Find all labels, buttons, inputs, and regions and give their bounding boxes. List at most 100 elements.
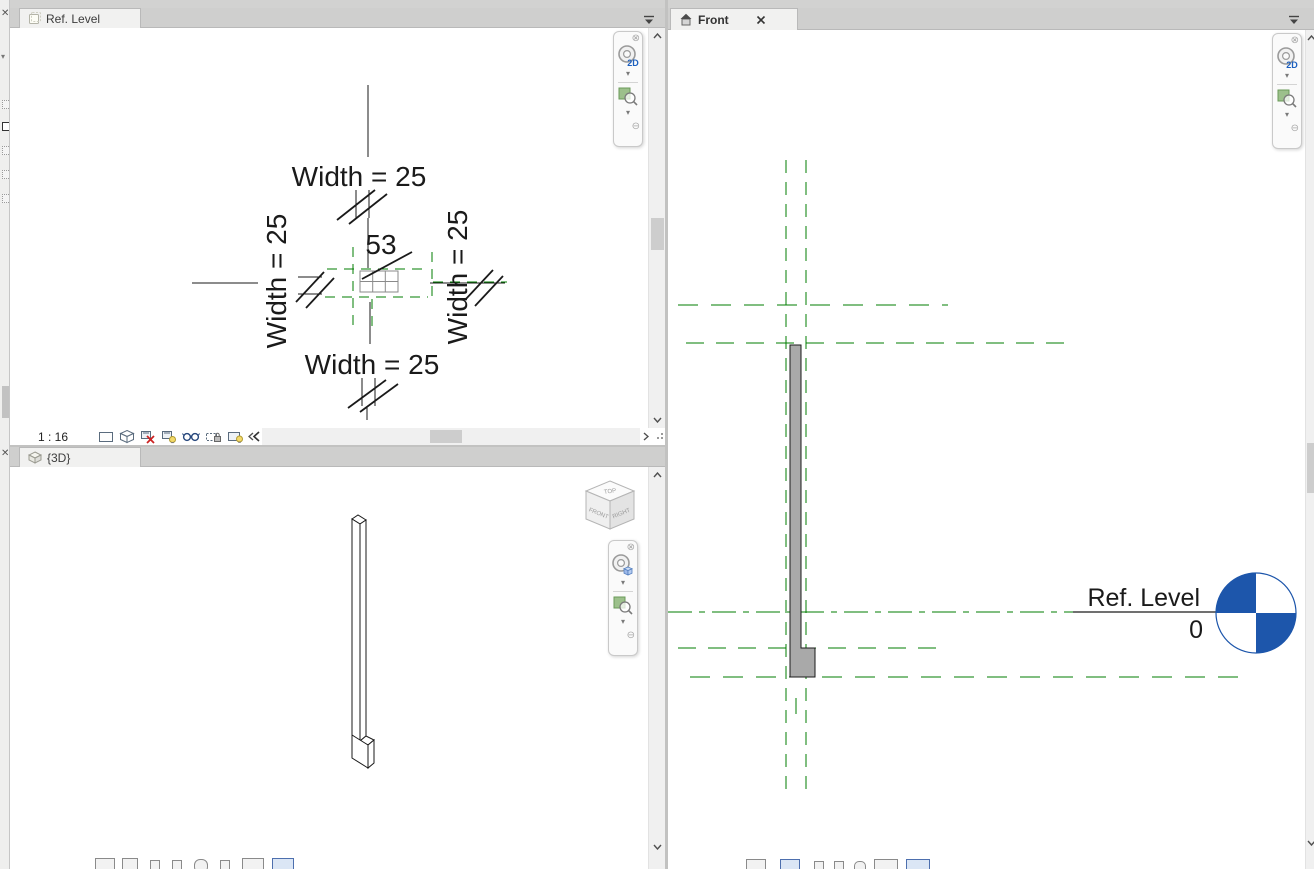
- front-drawing: Ref. Level 0: [668, 160, 1297, 795]
- navbar-close-icon[interactable]: ⊗: [626, 542, 635, 553]
- pane-splitter-vertical[interactable]: [665, 0, 668, 869]
- scroll-up-icon[interactable]: [1303, 30, 1314, 46]
- scroll-right-icon[interactable]: [638, 428, 654, 444]
- temporary-view-properties-icon[interactable]: [272, 858, 294, 869]
- level-head-icon[interactable]: [1215, 572, 1297, 654]
- crop-view-off-icon[interactable]: [140, 429, 156, 444]
- pane-splitter-horizontal[interactable]: [10, 445, 665, 447]
- level-elevation[interactable]: 0: [1189, 616, 1203, 644]
- tab-list-dropdown-icon[interactable]: [643, 13, 655, 25]
- shadows-icon[interactable]: [834, 861, 844, 869]
- temporary-hide-isolate-icon[interactable]: [182, 429, 200, 444]
- dimension-label-depth[interactable]: 53: [365, 229, 396, 260]
- detail-level-icon[interactable]: [746, 859, 766, 869]
- dimension-label-left[interactable]: Width = 25: [261, 214, 292, 349]
- visual-style-icon[interactable]: [119, 429, 135, 444]
- view-scale[interactable]: 1 : 16: [38, 430, 69, 444]
- threed-view-icon: [28, 451, 42, 464]
- detail-level-icon[interactable]: [95, 858, 115, 869]
- threed-model[interactable]: [10, 467, 648, 869]
- crop-lock-icon[interactable]: [205, 429, 222, 444]
- dimension-label-top[interactable]: Width = 25: [292, 161, 427, 192]
- visual-style-icon[interactable]: [780, 859, 800, 869]
- steering-wheel-2d-icon[interactable]: 2D: [1275, 46, 1299, 70]
- crop-lock-icon[interactable]: [242, 858, 264, 869]
- column-extrusion[interactable]: [789, 344, 816, 678]
- navbar-close-icon[interactable]: ⊗: [1290, 35, 1299, 46]
- wheel-dropdown-icon[interactable]: ▾: [620, 578, 625, 587]
- zoom-icon[interactable]: [612, 594, 634, 616]
- navigation-bar: ⊗ ▾ ▾ ⊖: [608, 540, 638, 656]
- plan-vertical-scrollbar[interactable]: [648, 28, 665, 428]
- show-crop-region-icon[interactable]: [161, 429, 177, 444]
- dimension-label-bottom[interactable]: Width = 25: [305, 349, 440, 380]
- zoom-dropdown-icon[interactable]: ▾: [625, 108, 630, 117]
- navbar-minimize-icon[interactable]: ⊖: [631, 121, 640, 132]
- tab-ref-level[interactable]: Ref. Level: [19, 8, 141, 28]
- threed-vertical-scrollbar[interactable]: [648, 467, 665, 869]
- tab-3d[interactable]: {3D}: [19, 447, 141, 467]
- collapse-bar-icon[interactable]: [252, 430, 261, 443]
- scroll-down-icon[interactable]: [649, 839, 665, 855]
- scroll-down-icon[interactable]: [649, 412, 665, 428]
- palette-dropdown-icon[interactable]: ▾: [1, 52, 6, 61]
- palette-item-icon[interactable]: [2, 122, 9, 131]
- scroll-up-icon[interactable]: [649, 28, 665, 44]
- scrollbar-thumb[interactable]: [430, 430, 462, 443]
- sun-path-icon[interactable]: [814, 861, 824, 869]
- dimension-label-right[interactable]: Width = 25: [442, 210, 473, 345]
- plan-drawing: Width = 25 53 Width = 25 Width = 25 Widt…: [192, 85, 507, 420]
- front-vertical-scrollbar[interactable]: [1305, 30, 1314, 869]
- temporary-view-properties-icon[interactable]: [906, 859, 930, 869]
- wheel-dropdown-icon[interactable]: ▾: [1284, 71, 1289, 80]
- plan-reference-planes[interactable]: [325, 247, 507, 332]
- scrollbar-thumb[interactable]: [1307, 443, 1314, 493]
- navbar-close-icon[interactable]: ⊗: [631, 33, 640, 44]
- scroll-left-icon[interactable]: [243, 428, 259, 444]
- resize-grip[interactable]: [654, 432, 664, 442]
- viewcube[interactable]: TOP FRONT RIGHT: [578, 473, 642, 537]
- shadows-icon[interactable]: [172, 860, 182, 869]
- palette-item-icon[interactable]: [2, 194, 9, 203]
- zoom-dropdown-icon[interactable]: ▾: [1284, 110, 1289, 119]
- sun-path-icon[interactable]: [150, 860, 160, 869]
- navbar-minimize-icon[interactable]: ⊖: [626, 630, 635, 641]
- zoom-dropdown-icon[interactable]: ▾: [620, 617, 625, 626]
- crop-lock-icon[interactable]: [874, 859, 898, 869]
- palette-item-icon[interactable]: [2, 146, 9, 155]
- threed-drawing-area[interactable]: TOP FRONT RIGHT ⊗ ▾: [10, 467, 648, 869]
- viewcube-top-face[interactable]: TOP: [604, 488, 617, 496]
- tab-close-icon[interactable]: [756, 15, 766, 25]
- scroll-up-icon[interactable]: [649, 467, 665, 483]
- palette-item-icon[interactable]: [2, 100, 9, 109]
- palette-item-icon[interactable]: [2, 170, 9, 179]
- palette-close-icon[interactable]: ✕: [1, 8, 10, 19]
- temporary-hide-isolate-icon[interactable]: [194, 859, 208, 869]
- navbar-minimize-icon[interactable]: ⊖: [1290, 123, 1299, 134]
- horizontal-reference-planes[interactable]: [678, 304, 1245, 678]
- extrusion-profile[interactable]: [359, 270, 399, 293]
- palette-scrollbar-thumb[interactable]: [2, 386, 9, 418]
- reveal-hidden-elements-icon[interactable]: [227, 429, 244, 444]
- tab-list-dropdown-icon[interactable]: [1288, 13, 1300, 25]
- detail-level-icon[interactable]: [98, 429, 114, 444]
- svg-text:2D: 2D: [627, 58, 639, 68]
- dimension-tick-marks[interactable]: [295, 189, 504, 413]
- steering-wheel-3d-icon[interactable]: [611, 553, 635, 577]
- scrollbar-thumb[interactable]: [651, 218, 664, 250]
- steering-wheel-2d-icon[interactable]: 2D: [616, 44, 640, 68]
- reference-lines[interactable]: [192, 85, 505, 420]
- temporary-hide-isolate-icon[interactable]: [854, 861, 866, 869]
- level-name[interactable]: Ref. Level: [1087, 584, 1200, 612]
- plan-drawing-area[interactable]: Width = 25 53 Width = 25 Width = 25 Widt…: [10, 28, 648, 428]
- palette-close-icon[interactable]: ✕: [1, 448, 10, 459]
- visual-style-icon[interactable]: [122, 858, 138, 869]
- wheel-dropdown-icon[interactable]: ▾: [625, 69, 630, 78]
- zoom-icon[interactable]: [617, 85, 639, 107]
- tab-front[interactable]: Front: [670, 8, 798, 30]
- front-drawing-area[interactable]: Ref. Level 0 ⊗ 2D ▾: [668, 30, 1314, 869]
- scroll-down-icon[interactable]: [1303, 835, 1314, 851]
- zoom-icon[interactable]: [1276, 87, 1298, 109]
- plan-horizontal-scrollbar[interactable]: [262, 428, 640, 445]
- reveal-hidden-elements-icon[interactable]: [220, 860, 230, 869]
